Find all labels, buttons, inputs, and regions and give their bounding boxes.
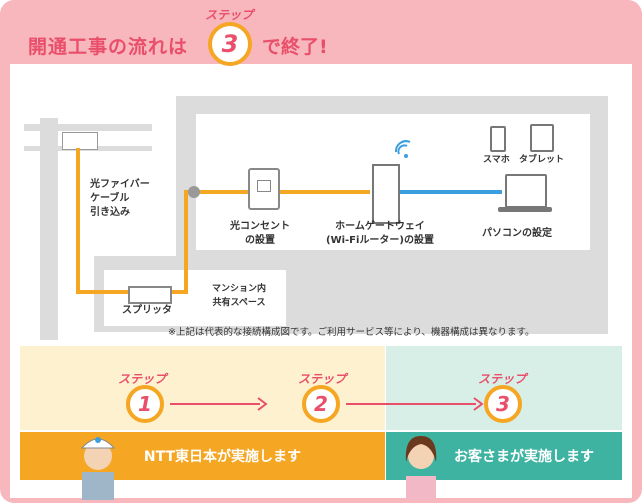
step-2-number: 2 xyxy=(302,385,340,423)
splitter-icon xyxy=(128,286,172,304)
tablet-label: タブレット xyxy=(519,155,565,165)
page-title: 開通工事の流れは xyxy=(28,36,189,58)
worker-avatar xyxy=(80,437,116,500)
smartphone-icon xyxy=(490,126,506,152)
step-1-number: 1 xyxy=(126,385,164,423)
fiber-label: 光ファイバー ケーブル 引き込み xyxy=(90,179,150,218)
step-2-label: ステップ xyxy=(298,372,347,386)
pole-crossbar-top xyxy=(24,124,152,131)
gateway-icon xyxy=(372,164,400,224)
step-1-label: ステップ xyxy=(118,372,167,386)
tablet-icon xyxy=(530,124,554,152)
step-3-number: 3 xyxy=(484,385,522,423)
outlet-label: 光コンセント の設置 xyxy=(230,221,290,246)
title-step-count: 3 xyxy=(208,22,252,66)
optical-outlet-icon xyxy=(248,168,280,210)
laptop-base xyxy=(498,207,552,212)
title-step-label: ステップ xyxy=(205,8,254,22)
fiber-line xyxy=(76,148,370,294)
diagram-note: ※上記は代表的な接続構成図です。ご利用サービス等により、機器構成は異なります。 xyxy=(168,327,535,338)
ntt-bar: NTT東日本が実施します xyxy=(20,432,385,480)
entry-point xyxy=(188,186,200,198)
gateway-label: ホームゲートウェイ (Wi-Fiルーター)の設置 xyxy=(326,221,435,246)
customer-avatar xyxy=(405,436,437,500)
pc-label: パソコンの設定 xyxy=(482,228,552,239)
step-3-label: ステップ xyxy=(478,372,527,386)
customer-bar-text: お客さまが実施します xyxy=(454,449,594,465)
ntt-bar-text: NTT東日本が実施します xyxy=(143,449,302,465)
utility-pole xyxy=(40,118,58,340)
wifi-icon xyxy=(394,140,411,158)
page-title-suffix: で終了! xyxy=(262,36,328,58)
splitter-label: スプリッタ xyxy=(122,305,172,316)
shared-space-label: マンション内 共有スペース xyxy=(212,284,267,308)
smartphone-label: スマホ xyxy=(483,155,510,165)
